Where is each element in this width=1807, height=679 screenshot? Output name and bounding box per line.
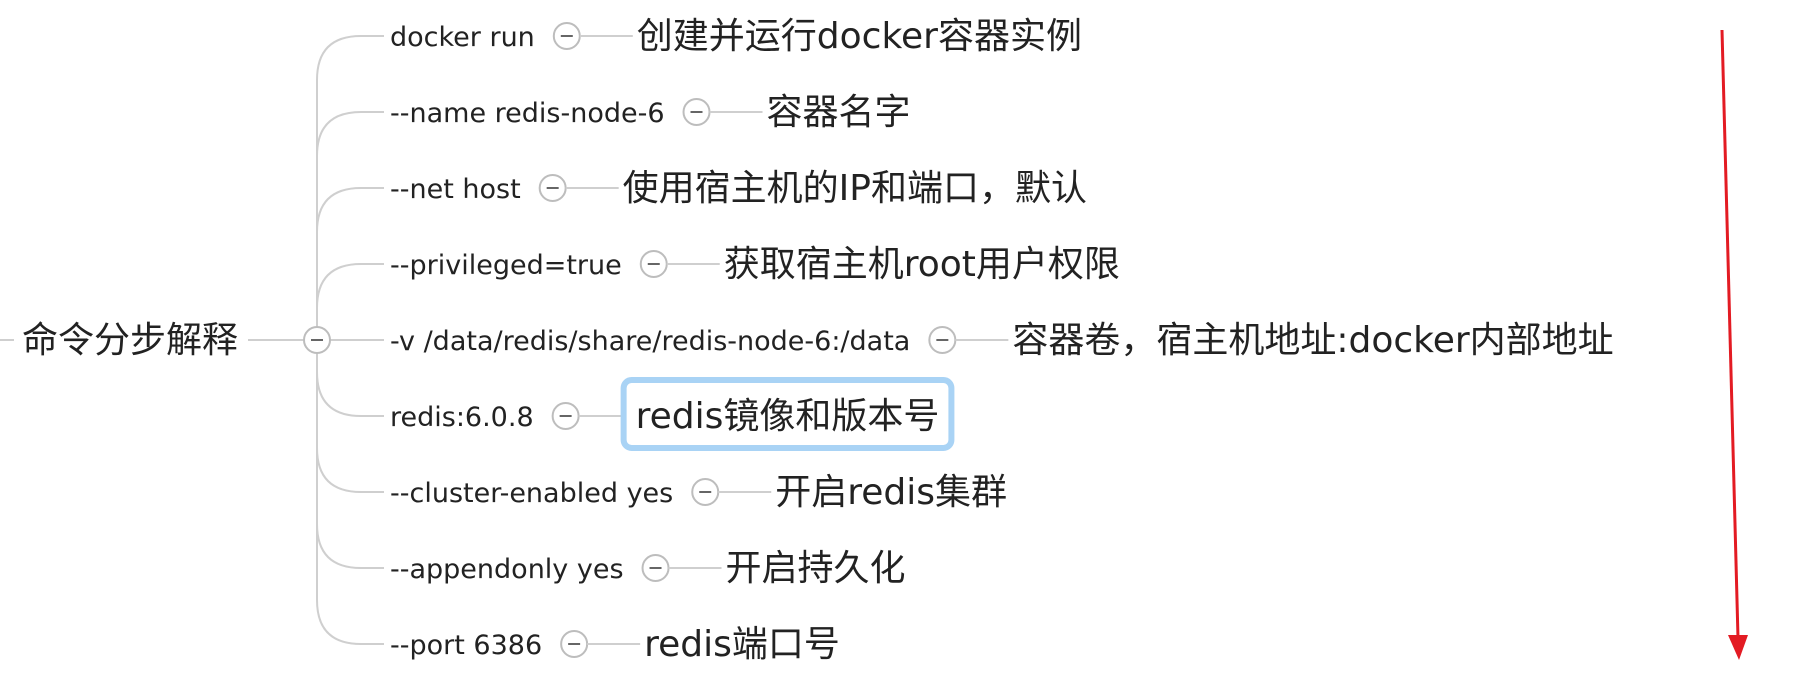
arrow-head	[1728, 635, 1748, 660]
root-collapse-toggle[interactable]	[303, 326, 331, 354]
branch-node: redis:6.0.8 redis镜像和版本号	[316, 353, 955, 451]
branch-node: --privileged=true 获取宿主机root用户权限	[316, 244, 1120, 327]
branch-node: --name redis-node-6 容器名字	[316, 92, 911, 327]
description-topic[interactable]: 开启redis集群	[775, 472, 1007, 513]
description-topic[interactable]: 创建并运行docker容器实例	[637, 16, 1082, 57]
branch-node: --cluster-enabled yes 开启redis集群	[316, 353, 1007, 513]
command-label[interactable]: --net host	[390, 174, 521, 205]
branch-connector	[316, 263, 384, 327]
description-topic[interactable]: 容器卷，宿主机地址:docker内部地址	[1012, 320, 1613, 361]
command-label[interactable]: --appendonly yes	[390, 554, 624, 585]
down-arrow-icon	[1720, 29, 1748, 660]
branch-connector	[316, 35, 384, 327]
collapse-toggle[interactable]	[682, 98, 711, 126]
collapse-toggle[interactable]	[538, 174, 567, 202]
command-label[interactable]: -v /data/redis/share/redis-node-6:/data	[390, 326, 910, 357]
command-label[interactable]: docker run	[390, 22, 535, 53]
collapse-toggle[interactable]	[551, 402, 580, 430]
root-topic[interactable]: 命令分步解释	[22, 320, 238, 361]
description-topic[interactable]: 获取宿主机root用户权限	[724, 244, 1120, 285]
collapse-toggle[interactable]	[639, 250, 668, 278]
branch-node: --appendonly yes 开启持久化	[316, 353, 906, 589]
branch-connector	[316, 353, 384, 493]
selected-topic-frame	[620, 377, 955, 451]
collapse-toggle[interactable]	[552, 22, 581, 50]
collapse-toggle[interactable]	[928, 326, 957, 354]
description-topic[interactable]: redis端口号	[644, 624, 840, 665]
command-label[interactable]: --port 6386	[390, 630, 542, 661]
arrow-shaft	[1720, 29, 1740, 639]
collapse-toggle[interactable]	[641, 554, 670, 582]
description-topic[interactable]: 开启持久化	[726, 548, 906, 589]
branch-connector	[316, 111, 384, 327]
description-topic[interactable]: redis镜像和版本号	[636, 396, 940, 437]
branch-connector	[316, 187, 384, 327]
command-label[interactable]: redis:6.0.8	[390, 402, 534, 433]
branch-node: --port 6386 redis端口号	[316, 353, 840, 665]
branch-connector	[316, 353, 384, 569]
description-topic[interactable]: 使用宿主机的IP和端口，默认	[623, 168, 1087, 209]
command-label[interactable]: --cluster-enabled yes	[390, 478, 673, 509]
branch-connector	[316, 353, 384, 417]
branch-group: docker run 创建并运行docker容器实例 --name redis-no…	[316, 16, 1614, 665]
command-label[interactable]: --privileged=true	[390, 250, 622, 281]
branch-connector	[316, 353, 384, 645]
branch-node: docker run 创建并运行docker容器实例	[316, 16, 1082, 327]
collapse-toggle[interactable]	[560, 630, 589, 658]
description-topic[interactable]: 容器名字	[767, 92, 911, 133]
collapse-toggle[interactable]	[691, 478, 720, 506]
branch-node: -v /data/redis/share/redis-node-6:/data 容…	[330, 320, 1614, 361]
branch-node: --net host 使用宿主机的IP和端口，默认	[316, 168, 1087, 327]
command-label[interactable]: --name redis-node-6	[390, 98, 665, 129]
